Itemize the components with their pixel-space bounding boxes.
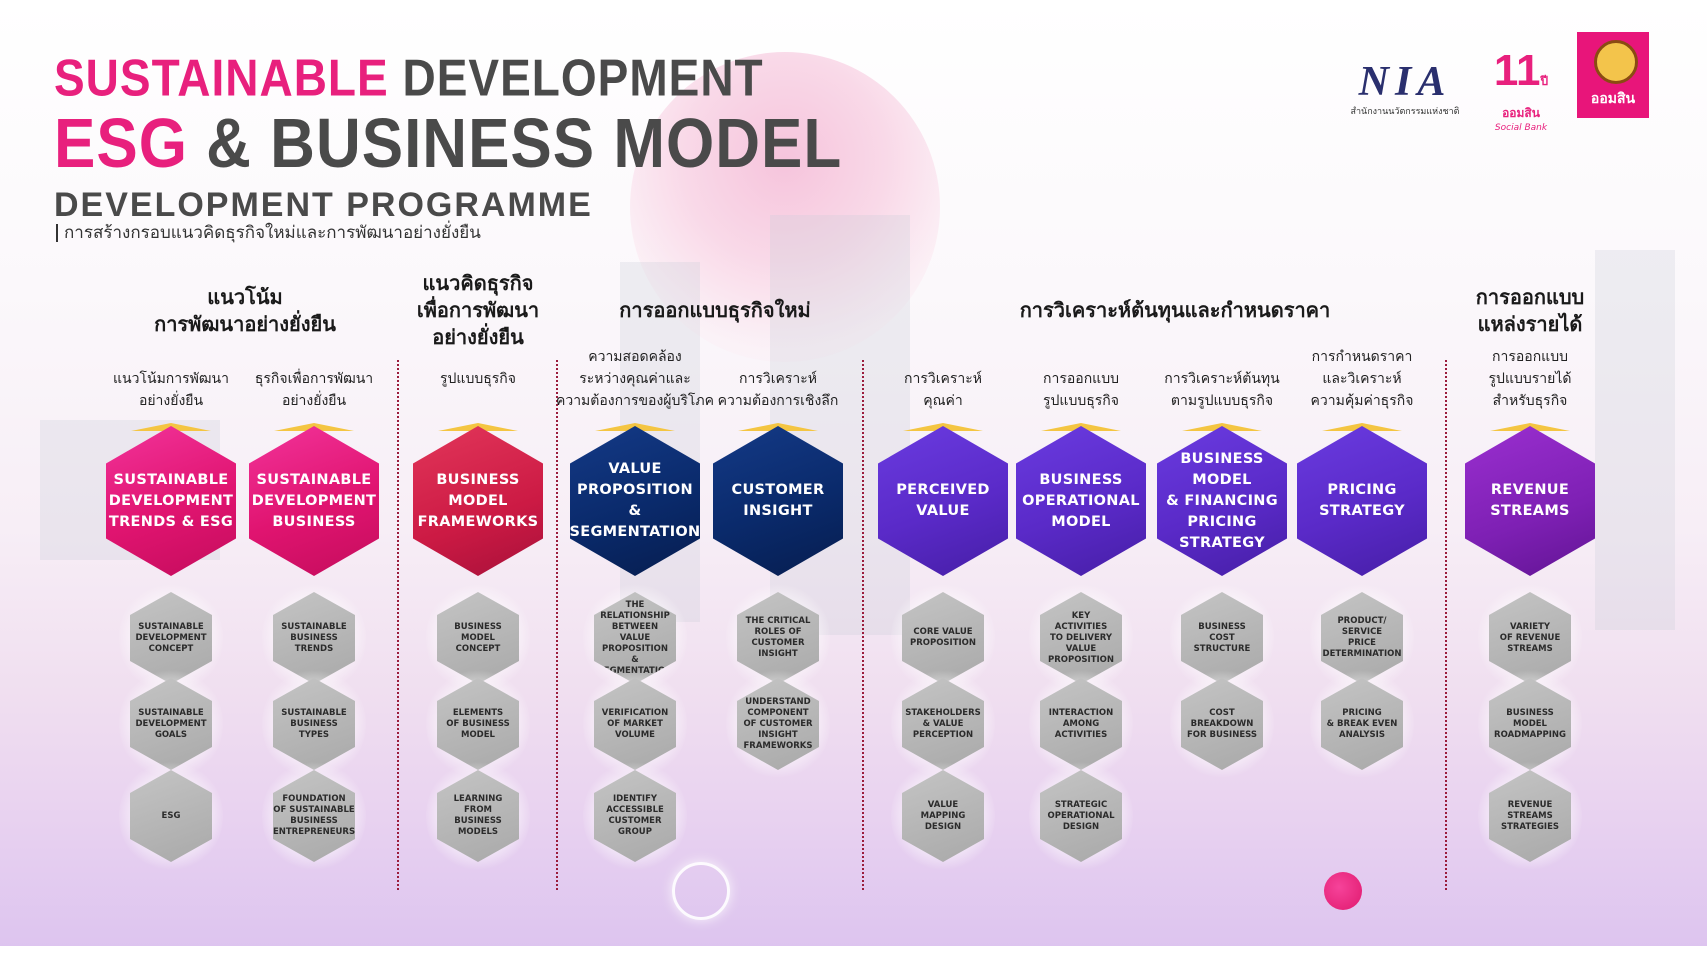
module-hexagon-label: VALUE PROPOSITION & SEGMENTATION (569, 461, 701, 540)
topic-hexagon-label: ESG (161, 810, 181, 821)
nia-logo: NIA สำนักงานนวัตกรรมแห่งชาติ (1340, 60, 1470, 118)
category-title: แนวโน้ม การพัฒนาอย่างยั่งยืน (154, 285, 336, 336)
module-hexagon-label: SUSTAINABLE DEVELOPMENT BUSINESS (251, 471, 377, 530)
module-hexagon: VALUE PROPOSITION & SEGMENTATION (570, 426, 700, 576)
topic-hexagon-label: SUSTAINABLE DEVELOPMENT CONCEPT (135, 621, 207, 654)
topic-hexagon-label: STAKEHOLDERS & VALUE PERCEPTION (905, 707, 981, 740)
column-subtitle: การออกแบบ รูปแบบรายได้ สำหรับธุรกิจ (1488, 349, 1572, 409)
anniversary-number: 11ปี (1493, 46, 1549, 95)
column-subtitle: การวิเคราะห์ต้นทุน ตามรูปแบบธุรกิจ (1164, 371, 1280, 409)
module-hexagon: SUSTAINABLE DEVELOPMENT BUSINESS (249, 426, 379, 576)
topic-hexagon-label: SUSTAINABLE DEVELOPMENT GOALS (135, 707, 207, 740)
section-separator (556, 360, 558, 890)
category-title: การออกแบบ แหล่งรายได้ (1475, 285, 1585, 336)
module-hexagon-label: PERCEIVED VALUE (896, 482, 990, 519)
column-subtitle: ธุรกิจเพื่อการพัฒนา อย่างยั่งยืน (254, 371, 374, 409)
topic-hexagon-label: THE CRITICAL ROLES OF CUSTOMER INSIGHT (745, 616, 811, 659)
column-subtitle: การกำหนดราคา และวิเคราะห์ ความคุ้มค่าธุร… (1310, 349, 1414, 409)
topic-hexagon-label: IDENTIFY ACCESSIBLE CUSTOMER GROUP (606, 794, 664, 837)
column-subtitle: การวิเคราะห์ คุณค่า (904, 371, 982, 409)
topic-hexagon-label: INTERACTION AMONG ACTIVITIES (1048, 707, 1114, 740)
module-hexagon: CUSTOMER INSIGHT (713, 426, 843, 576)
topic-hexagon-label: KEY ACTIVITIES TO DELIVERY VALUE PROPOSI… (1047, 610, 1115, 665)
topic-hexagon-label: LEARNING FROM BUSINESS MODELS (453, 794, 503, 837)
column-subtitle: การออกแบบ รูปแบบธุรกิจ (1043, 371, 1119, 409)
module-hexagon-label: BUSINESS MODEL & FINANCING PRICING STRAT… (1166, 450, 1278, 551)
title-line-3: DEVELOPMENT PROGRAMME (54, 186, 593, 224)
topic-hexagon-label: REVENUE STREAMS STRATEGIES (1500, 799, 1560, 832)
topic-hexagon-label: PRODUCT/ SERVICE PRICE DETERMINATION (1322, 616, 1402, 659)
topic-hexagon-label: COST BREAKDOWN FOR BUSINESS (1187, 707, 1257, 740)
module-hexagon: PRICING STRATEGY (1297, 426, 1427, 576)
topic-hexagon-label: ELEMENTS OF BUSINESS MODEL (446, 707, 510, 740)
topic-hexagon-label: VERIFICATION OF MARKET VOLUME (601, 707, 669, 740)
background-building (770, 215, 910, 635)
column-subtitle: รูปแบบธุรกิจ (440, 371, 516, 387)
module-hexagon-label: REVENUE STREAMS (1490, 482, 1570, 519)
gsb-logo: ออมสิน (1577, 32, 1649, 118)
topic-hexagon-label: STRATEGIC OPERATIONAL DESIGN (1047, 799, 1115, 832)
nia-logo-caption: สำนักงานนวัตกรรมแห่งชาติ (1350, 107, 1460, 117)
topic-hexagon-label: SUSTAINABLE BUSINESS TYPES (281, 707, 347, 740)
title-word-sustainable: SUSTAINABLE (54, 48, 389, 107)
topic-hexagon-label: VALUE MAPPING DESIGN (920, 799, 966, 832)
section-separator (1445, 360, 1447, 890)
topic-hexagon-label: VARIETY OF REVENUE STREAMS (1499, 621, 1561, 654)
category-heading: แนวคิดธุรกิจ เพื่อการพัฒนา อย่างยั่งยืน (398, 270, 558, 351)
module-hexagon: REVENUE STREAMS (1465, 426, 1595, 576)
anniversary-brand: ออมสิน (1502, 106, 1540, 120)
gsb-logo-text: ออมสิน (1590, 91, 1636, 107)
module-hexagon-label: BUSINESS OPERATIONAL MODEL (1022, 471, 1140, 530)
anniversary-tagline: Social Bank (1494, 123, 1548, 133)
topic-hexagon-label: PRICING & BREAK EVEN ANALYSIS (1326, 707, 1398, 740)
category-heading: แนวโน้ม การพัฒนาอย่างยั่งยืน (120, 284, 370, 338)
title-word-business-model: & BUSINESS MODEL (187, 105, 843, 183)
category-title: แนวคิดธุรกิจ เพื่อการพัฒนา อย่างยั่งยืน (416, 271, 540, 349)
background-building (1595, 250, 1675, 630)
module-hexagon: BUSINESS MODEL & FINANCING PRICING STRAT… (1157, 426, 1287, 576)
section-separator (397, 360, 399, 890)
topic-hexagon-label: FOUNDATION OF SUSTAINABLE BUSINESS ENTRE… (272, 794, 356, 837)
topic-hexagon-label: BUSINESS COST STRUCTURE (1193, 621, 1251, 654)
bottom-band (0, 946, 1707, 960)
anniversary-logo: 11ปี ออมสิน Social Bank (1490, 46, 1552, 134)
column-subtitle: ความสอดคล้อง ระหว่างคุณค่าและ ความต้องกา… (555, 349, 715, 409)
gsb-seal-icon (1594, 40, 1638, 84)
module-hexagon-label: PRICING STRATEGY (1319, 482, 1405, 519)
category-heading: การวิเคราะห์ต้นทุนและกำหนดราคา (990, 297, 1360, 324)
title-line-2: ESG & BUSINESS MODEL (54, 109, 842, 179)
topic-hexagon-label: THE RELATIONSHIP BETWEEN VALUE PROPOSITI… (598, 599, 673, 676)
topic-hexagon-label: BUSINESS MODEL ROADMAPPING (1494, 707, 1566, 740)
programme-title: SUSTAINABLE DEVELOPMENT ESG & BUSINESS M… (54, 52, 842, 222)
category-title: การวิเคราะห์ต้นทุนและกำหนดราคา (1019, 298, 1331, 322)
nia-logo-mark: NIA (1358, 59, 1452, 105)
module-hexagon: PERCEIVED VALUE (878, 426, 1008, 576)
module-hexagon-label: SUSTAINABLE DEVELOPMENT TRENDS & ESG (108, 471, 234, 530)
topic-hexagon-label: UNDERSTAND COMPONENT OF CUSTOMER INSIGHT… (743, 696, 813, 751)
background-pink-circle (630, 52, 940, 362)
decorative-dot (1324, 872, 1362, 910)
module-hexagon: BUSINESS OPERATIONAL MODEL (1016, 426, 1146, 576)
module-hexagon-label: BUSINESS MODEL FRAMEWORKS (417, 471, 539, 530)
topic-hexagon-label: BUSINESS MODEL CONCEPT (454, 621, 502, 654)
column-subtitle: การวิเคราะห์ ความต้องการเชิงลึก (717, 371, 839, 409)
topic-hexagon-label: SUSTAINABLE BUSINESS TRENDS (281, 621, 347, 654)
programme-subtitle: การสร้างกรอบแนวคิดธุรกิจใหม่และการพัฒนาอ… (56, 224, 481, 242)
title-line-1: SUSTAINABLE DEVELOPMENT (54, 52, 842, 104)
section-separator (862, 360, 864, 890)
decorative-ring (672, 862, 730, 920)
anniversary-year-suffix: ปี (1540, 74, 1549, 88)
category-heading: การออกแบบธุรกิจใหม่ (580, 297, 850, 324)
title-word-esg: ESG (54, 105, 188, 183)
column-subtitle: แนวโน้มการพัฒนา อย่างยั่งยืน (113, 371, 229, 409)
title-word-development: DEVELOPMENT (388, 48, 764, 107)
module-hexagon: BUSINESS MODEL FRAMEWORKS (413, 426, 543, 576)
category-heading: การออกแบบ แหล่งรายได้ (1450, 284, 1610, 338)
module-hexagon-label: CUSTOMER INSIGHT (731, 482, 825, 519)
topic-hexagon-label: CORE VALUE PROPOSITION (909, 627, 977, 648)
category-title: การออกแบบธุรกิจใหม่ (619, 298, 811, 322)
